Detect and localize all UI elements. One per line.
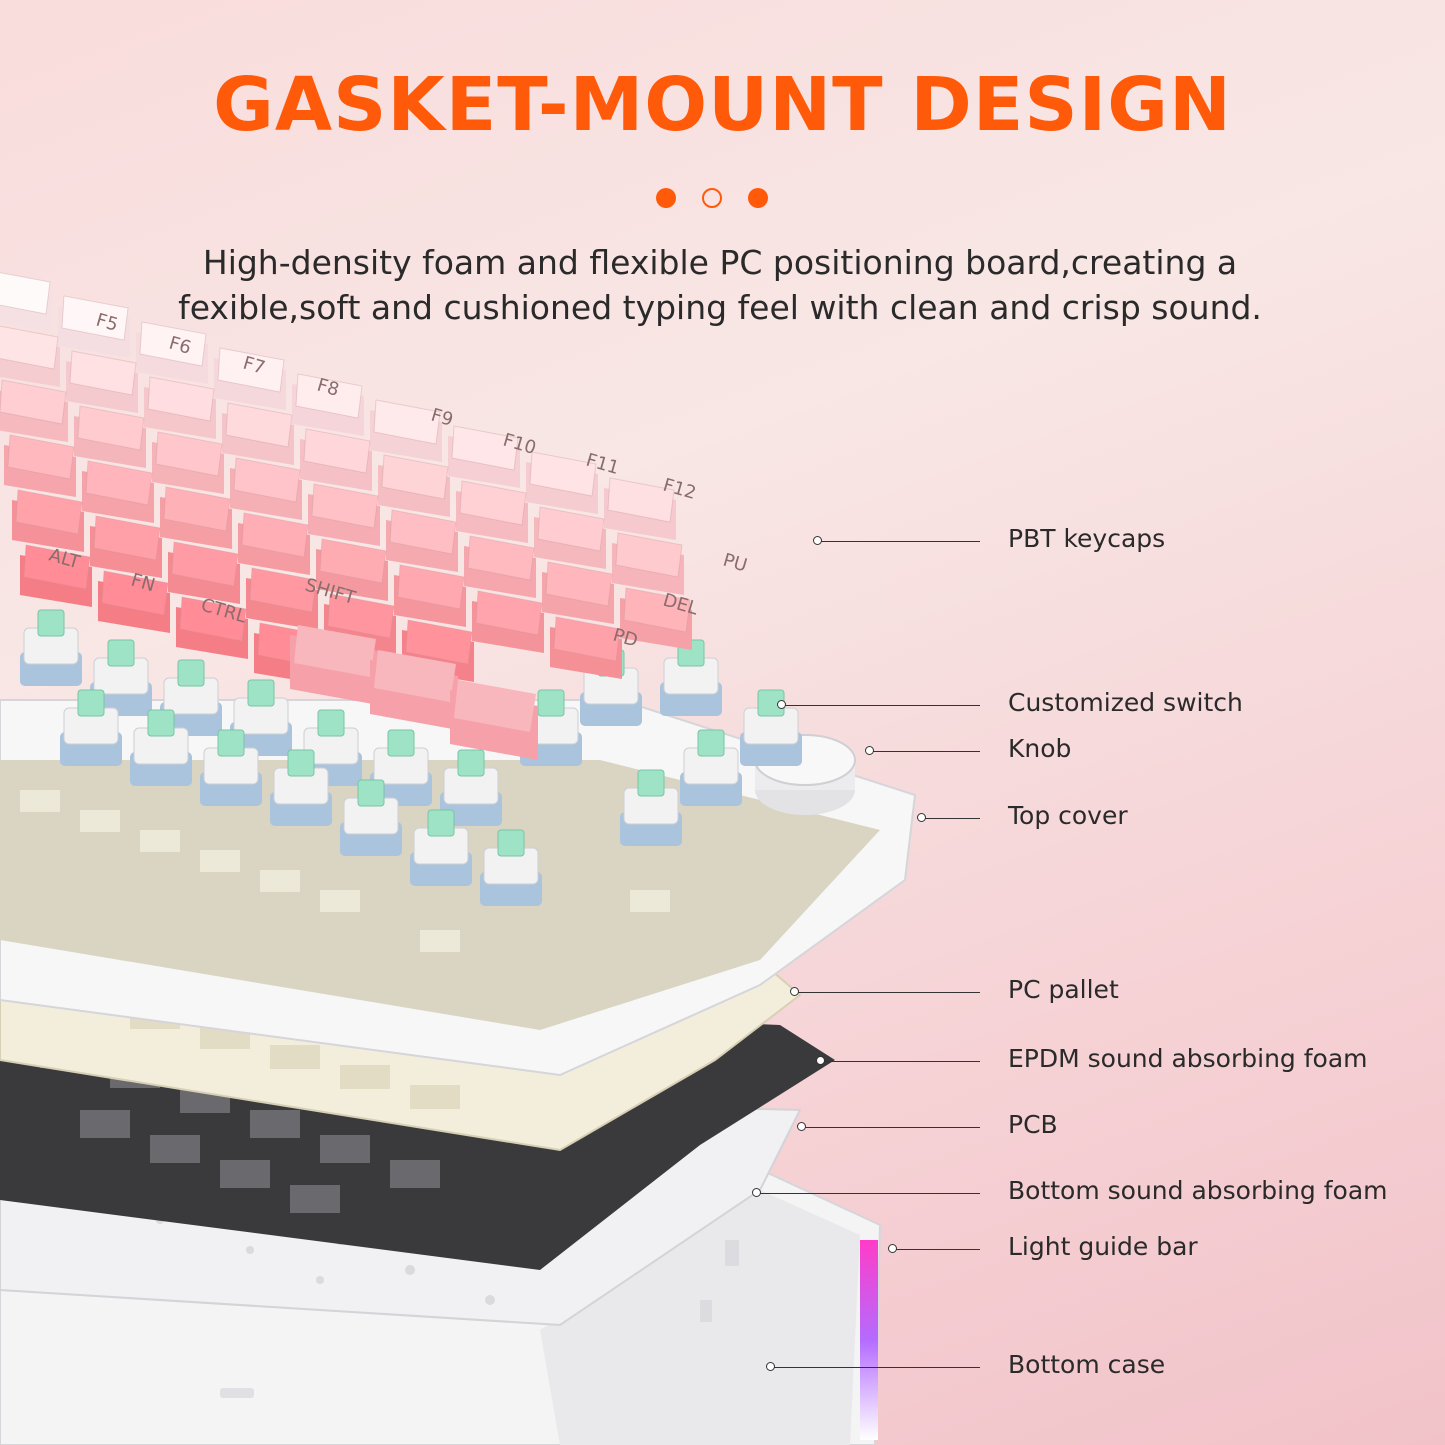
keycap (550, 616, 622, 679)
keycap (168, 541, 240, 604)
keycap (136, 321, 208, 384)
keycap (214, 347, 286, 410)
callout-label: Top cover (1008, 801, 1128, 830)
callout-dot (797, 1122, 806, 1131)
callout-label: Bottom sound absorbing foam (1008, 1176, 1388, 1205)
arrow-keycap (450, 680, 538, 760)
page-subtitle: High-density foam and flexible PC positi… (70, 240, 1370, 330)
callout-dot (813, 536, 822, 545)
callout-dot (766, 1362, 775, 1371)
callout-label: Bottom case (1008, 1350, 1166, 1379)
keycap (308, 483, 380, 546)
keycap (316, 538, 388, 601)
key-switch (200, 729, 262, 806)
keycap (448, 425, 520, 488)
callout-label: EPDM sound absorbing foam (1008, 1044, 1368, 1073)
key-switch (620, 769, 682, 846)
callout-label: PCB (1008, 1110, 1058, 1139)
key-switch (410, 809, 472, 886)
callout-dot (888, 1244, 897, 1253)
keycap (230, 457, 302, 520)
keycap (66, 350, 138, 413)
keycap-legend: PU (721, 550, 750, 577)
key-switch (130, 709, 192, 786)
arrow-keycap (290, 625, 378, 705)
indicator-dot (656, 188, 676, 208)
keycap (620, 587, 692, 650)
keycap (152, 431, 224, 494)
keycap (394, 564, 466, 627)
callout-dot (816, 1056, 825, 1065)
key-switch (440, 749, 502, 826)
callout-dot (777, 700, 786, 709)
indicator-dot (702, 188, 722, 208)
keycap (456, 480, 528, 543)
keycap (0, 379, 68, 442)
key-switch (660, 639, 722, 716)
callout-label: PC pallet (1008, 975, 1119, 1004)
keycap (12, 489, 84, 552)
keycap (58, 295, 130, 358)
keycap (144, 376, 216, 439)
keycap (246, 567, 318, 630)
callout-dot (865, 746, 874, 755)
keycap (612, 532, 684, 595)
key-switch (740, 689, 802, 766)
keycap (176, 596, 248, 659)
keycap (526, 451, 598, 514)
callout-label: Light guide bar (1008, 1232, 1198, 1261)
slide-indicator (656, 188, 780, 212)
key-switch (20, 609, 82, 686)
callout-dot (790, 987, 799, 996)
keycap (534, 506, 606, 569)
keycap (464, 535, 536, 598)
key-switch (480, 829, 542, 906)
keycap (82, 460, 154, 523)
key-switch (370, 729, 432, 806)
keycap (0, 272, 52, 332)
key-switch (230, 679, 292, 756)
key-switch (60, 689, 122, 766)
keycap (0, 325, 60, 387)
light-guide-bar (860, 1240, 878, 1440)
key-switch (340, 779, 402, 856)
keycap (160, 486, 232, 549)
keycap (604, 477, 676, 540)
subtitle-line: High-density foam and flexible PC positi… (202, 243, 1238, 282)
callout-label: PBT keycaps (1008, 524, 1166, 553)
indicator-dot (748, 188, 768, 208)
keycap (472, 590, 544, 653)
keycap (4, 434, 76, 497)
key-switch (270, 749, 332, 826)
keycap (386, 509, 458, 572)
keycap (378, 454, 450, 517)
keycap (98, 570, 170, 633)
subtitle-line: fexible,soft and cushioned typing feel w… (178, 288, 1262, 327)
keycap (370, 399, 442, 462)
callout-label: Customized switch (1008, 688, 1243, 717)
keycap (222, 402, 294, 465)
arrow-keycap (370, 650, 458, 730)
keycap (542, 561, 614, 624)
keycap (300, 428, 372, 491)
keycap (90, 515, 162, 578)
keycap (324, 593, 396, 656)
callout-label: Knob (1008, 734, 1072, 763)
page-title: GASKET-MOUNT DESIGN (213, 62, 1232, 148)
callout-dot (752, 1188, 761, 1197)
keycap (74, 405, 146, 468)
keycap (292, 373, 364, 436)
keycap (20, 544, 92, 607)
keycap (238, 512, 310, 575)
key-switch (680, 729, 742, 806)
switch-array (20, 609, 802, 906)
callout-dot (917, 813, 926, 822)
